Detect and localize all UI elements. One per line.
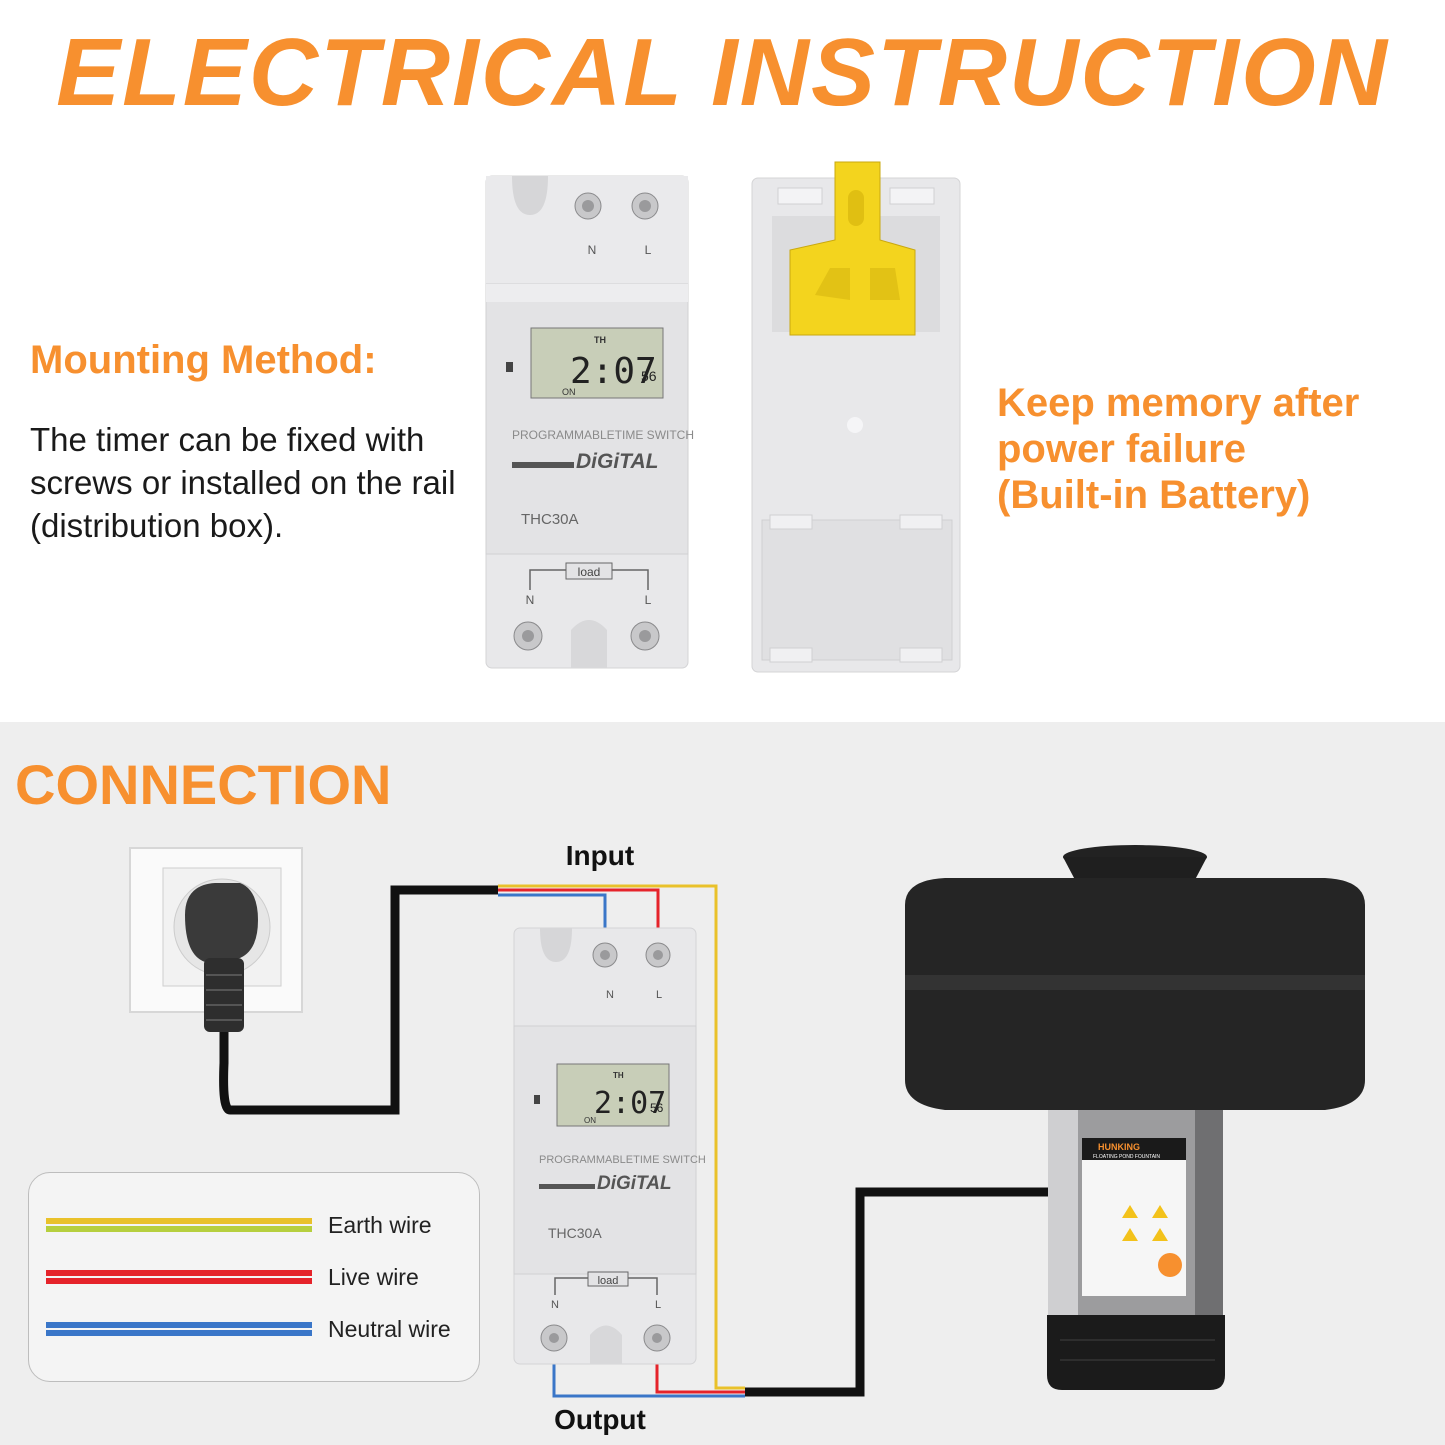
lcd-seconds: 56 bbox=[641, 368, 657, 384]
conn-lcd-time: 2:07 bbox=[594, 1086, 666, 1121]
fountain-product: FLOATING POND FOUNTAIN bbox=[1093, 1154, 1160, 1160]
conn-timer-load-label: load bbox=[598, 1275, 619, 1287]
mounting-method-heading: Mounting Method: bbox=[30, 338, 377, 382]
memory-line-1: Keep memory after bbox=[997, 381, 1360, 425]
conn-lcd-seconds: 56 bbox=[650, 1101, 664, 1115]
timer-front-view: N L TH 2:07 56 ON PROGRAMMABLETIME SWITC… bbox=[485, 175, 694, 669]
timer-back-view bbox=[751, 161, 961, 673]
input-cable bbox=[219, 885, 498, 1115]
live-wire-output bbox=[655, 1353, 745, 1394]
pond-fountain: HUNKING FLOATING POND FOUNTAIN bbox=[905, 845, 1365, 1390]
conn-timer-model: THC30A bbox=[548, 1225, 602, 1241]
wire-legend bbox=[28, 1172, 480, 1382]
page-title: ELECTRICAL INSTRUCTION bbox=[56, 19, 1389, 126]
timer-load-label: load bbox=[578, 565, 601, 579]
bottom-terminal-n: N bbox=[526, 593, 535, 607]
memory-line-2: power failure bbox=[997, 427, 1246, 471]
timer-digital-logo: DiGiTAL bbox=[576, 450, 658, 473]
legend-label-neutral: Neutral wire bbox=[328, 1316, 451, 1342]
timer-connection-view: N L TH 2:07 56 ON PROGRAMMABLETIME SWITC… bbox=[513, 927, 706, 1365]
top-terminal-l: L bbox=[645, 243, 652, 257]
memory-feature-text: Keep memory after power failure (Built-i… bbox=[997, 380, 1417, 518]
input-label: Input bbox=[566, 840, 634, 871]
earth-wire-path bbox=[498, 884, 745, 1390]
timer-model: THC30A bbox=[521, 511, 579, 528]
timer-brand-line: PROGRAMMABLETIME SWITCH bbox=[512, 428, 694, 442]
bottom-terminal-l: L bbox=[645, 593, 652, 607]
output-label: Output bbox=[554, 1404, 646, 1435]
lcd-state: ON bbox=[562, 387, 576, 397]
lcd-time: 2:07 bbox=[570, 351, 657, 392]
lcd-day: TH bbox=[594, 335, 606, 345]
conn-bottom-terminal-n: N bbox=[551, 1299, 559, 1311]
conn-lcd-state: ON bbox=[584, 1116, 596, 1125]
top-terminal-n: N bbox=[588, 243, 597, 257]
live-wire-input bbox=[498, 888, 660, 946]
conn-bottom-terminal-l: L bbox=[655, 1299, 661, 1311]
connection-heading: CONNECTION bbox=[15, 753, 392, 816]
power-plug-icon bbox=[185, 883, 258, 1032]
conn-top-terminal-l: L bbox=[656, 989, 662, 1001]
conn-lcd-day: TH bbox=[613, 1071, 624, 1080]
mounting-method-text: The timer can be fixed with screws or in… bbox=[30, 421, 456, 544]
legend-label-earth: Earth wire bbox=[328, 1212, 432, 1238]
output-cable bbox=[745, 1187, 1050, 1397]
neutral-wire-output bbox=[552, 1353, 745, 1398]
conn-timer-digital-logo: DiGiTAL bbox=[597, 1173, 672, 1194]
memory-line-3: (Built-in Battery) bbox=[997, 473, 1311, 517]
conn-top-terminal-n: N bbox=[606, 989, 614, 1001]
timer-product-images: N L TH 2:07 56 ON PROGRAMMABLETIME SWITC… bbox=[485, 161, 961, 673]
conn-timer-brand-line: PROGRAMMABLETIME SWITCH bbox=[539, 1154, 706, 1166]
legend-label-live: Live wire bbox=[328, 1264, 419, 1290]
fountain-brand: HUNKING bbox=[1098, 1142, 1140, 1152]
